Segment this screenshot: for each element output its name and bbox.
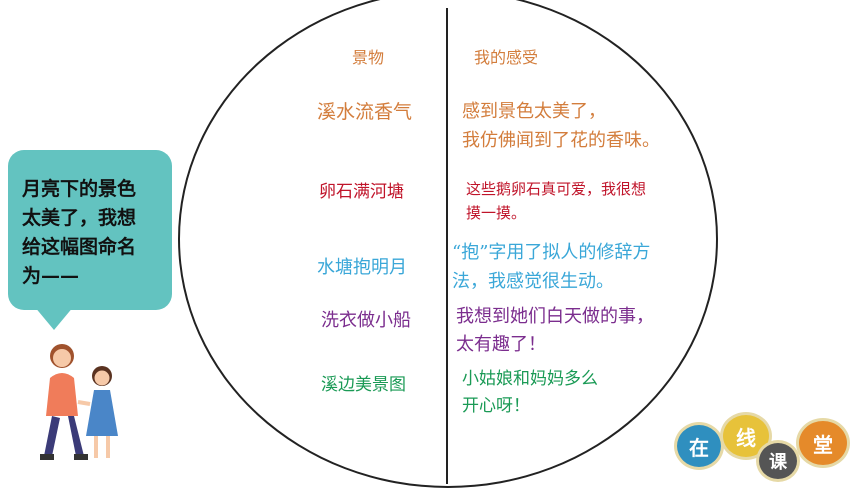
scene-4: 洗衣做小船 [321, 310, 411, 331]
speech-bubble-tail [34, 306, 74, 330]
feeling-5: 小姑娘和妈妈多么 开心呀！ [462, 369, 598, 416]
scene-5: 溪边美景图 [321, 375, 406, 395]
feeling-2: 这些鹅卵石真可爱，我很想 摸一摸。 [466, 180, 647, 222]
header-feeling: 我的感受 [474, 48, 539, 67]
logo-char-ke: 课 [756, 440, 800, 482]
scene-2: 卵石满河塘 [319, 182, 404, 202]
feeling-4: 我想到她们白天做的事， 太有趣了！ [456, 306, 654, 355]
logo-char-tang: 堂 [796, 418, 850, 468]
mother-daughter-illustration [40, 344, 118, 460]
feeling-3: “抱”字用了拟人的修辞方 法，我感觉很生动。 [452, 242, 651, 292]
header-scene: 景物 [352, 48, 385, 67]
scene-3: 水塘抱明月 [317, 257, 407, 278]
scene-1: 溪水流香气 [317, 101, 413, 123]
speech-bubble [8, 150, 172, 310]
feeling-1: 感到景色太美了， 我仿佛闻到了花的香味。 [462, 101, 660, 151]
logo-char-zai: 在 [674, 422, 724, 470]
bubble-text: 月亮下的景色 太美了，我想 给这幅图命名 为—— [22, 178, 137, 287]
circle-divider [446, 8, 448, 484]
